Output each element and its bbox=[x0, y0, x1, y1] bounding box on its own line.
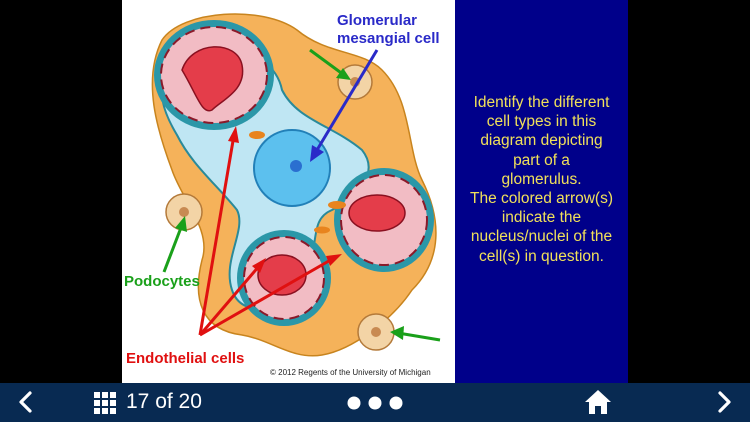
more-dots-icon[interactable] bbox=[346, 396, 404, 410]
question-line: Identify the different bbox=[473, 94, 610, 111]
diagram-illustration bbox=[151, 13, 441, 357]
chevron-left-icon[interactable] bbox=[14, 390, 38, 414]
home-icon[interactable] bbox=[584, 389, 612, 415]
question-line: cell types in this bbox=[486, 113, 597, 131]
question-line: The colored arrow(s) bbox=[470, 190, 613, 208]
question-line: nucleus/nuclei of the bbox=[470, 228, 613, 246]
grid-icon[interactable] bbox=[93, 391, 117, 415]
label-mesangial-line-2: mesangial cell bbox=[337, 30, 440, 47]
question-line: diagram depicting bbox=[480, 132, 603, 150]
copyright-text: © 2012 Regents of the University of Mich… bbox=[270, 368, 431, 377]
glomerulus-diagram: Glomerular mesangial cell Podocytes Endo… bbox=[122, 0, 455, 383]
bottom-navigation-bar: 17 of 20 bbox=[0, 383, 750, 422]
slide-counter: 17 of 20 bbox=[126, 390, 202, 413]
label-endothelial-cells: Endothelial cells bbox=[126, 350, 245, 367]
question-line: indicate the bbox=[501, 209, 582, 227]
question-line: cell(s) in question. bbox=[479, 247, 604, 265]
label-mesangial-cell: Glomerular mesangial cell bbox=[337, 12, 440, 48]
question-line: glomerulus. bbox=[501, 170, 582, 188]
label-podocytes: Podocytes bbox=[124, 273, 200, 290]
chevron-right-icon[interactable] bbox=[712, 390, 736, 414]
question-line: part of a bbox=[513, 151, 570, 169]
question-panel: Identify the different cell types in thi… bbox=[455, 0, 628, 383]
slide: Glomerular mesangial cell Podocytes Endo… bbox=[122, 0, 628, 383]
label-mesangial-line-1: Glomerular bbox=[337, 12, 418, 29]
question-text: Identify the different cell types in thi… bbox=[455, 93, 628, 266]
